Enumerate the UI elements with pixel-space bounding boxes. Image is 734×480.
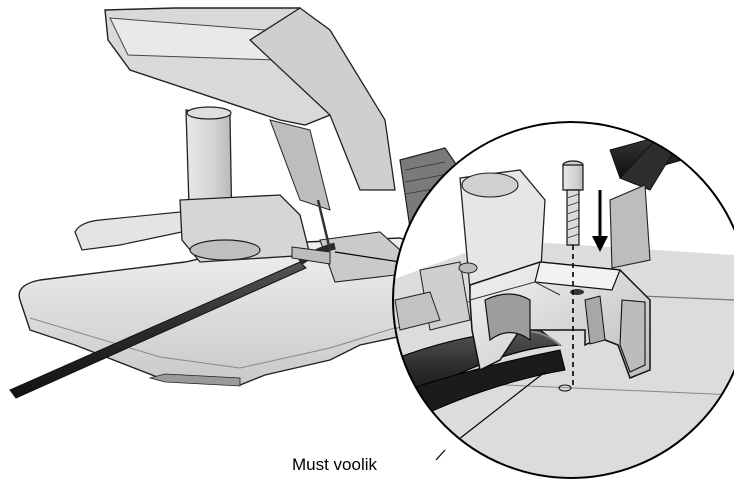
detail-leader-line (334, 251, 401, 263)
down-arrow-icon (592, 190, 608, 252)
hose-label: Must voolik (292, 455, 378, 474)
hose-main (9, 199, 336, 399)
hose-callout-leader (444, 371, 546, 451)
label-leader (435, 449, 446, 461)
detail-view (392, 121, 734, 479)
bolt (562, 160, 584, 246)
